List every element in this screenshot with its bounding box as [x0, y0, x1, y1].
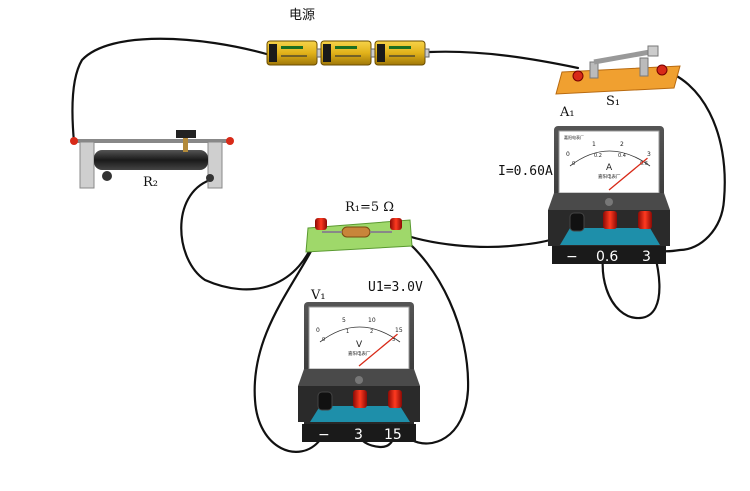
ammeter-scale-bottom: 0	[572, 161, 575, 167]
battery-cell	[374, 40, 430, 66]
voltmeter-unit: V	[356, 340, 363, 350]
battery-cell	[320, 40, 376, 66]
wires	[71, 37, 726, 453]
ammeter-scale-bottom: 0.2	[594, 153, 602, 159]
ammeter-label: A₁	[560, 105, 575, 120]
wire-rheostat-to-resistor	[180, 178, 320, 291]
voltmeter-scale-top: 5	[342, 317, 346, 324]
voltmeter-maker: 嘉阳电表厂	[348, 350, 371, 357]
ammeter-terminal-3: 3	[642, 249, 651, 265]
switch-label: S₁	[606, 94, 621, 109]
power-source-label: 电源	[289, 8, 316, 23]
ammeter-terminal-neg: −	[566, 249, 578, 265]
wire-battery-to-rheostat	[71, 37, 272, 144]
voltmeter: 0 5 10 15 0 1 2 3 V 嘉阳电表厂 − 3 15	[298, 302, 420, 443]
wire-battery-to-switch	[428, 50, 580, 70]
voltage-reading-label: U1=3.0V	[368, 280, 423, 295]
ammeter-maker: 嘉阳电表厂	[598, 173, 621, 180]
voltmeter-terminal-15: 15	[384, 427, 402, 443]
voltmeter-terminal-neg: −	[318, 427, 330, 443]
voltmeter-scale-bottom: 2	[370, 329, 373, 335]
ammeter-terminal-0.6: 0.6	[596, 249, 618, 265]
ammeter-scale-bottom: 0.4	[618, 153, 626, 159]
resistor-label: R₁=5 Ω	[345, 200, 395, 215]
ammeter-scale-top: 1	[592, 141, 596, 148]
rheostat-label: R₂	[143, 175, 158, 190]
resistor-board	[305, 218, 413, 253]
current-reading-label: I=0.60A	[498, 164, 553, 179]
ammeter-scale-top: 0	[566, 151, 570, 158]
voltmeter-terminal-3: 3	[354, 427, 363, 443]
rheostat	[70, 130, 234, 189]
ammeter-scale-top: 3	[647, 151, 651, 158]
ammeter-scale-top: 2	[620, 141, 624, 148]
knife-switch	[555, 45, 681, 95]
voltmeter-label: V₁	[311, 288, 326, 303]
voltmeter-scale-bottom: 0	[322, 337, 325, 343]
voltmeter-scale-top: 15	[395, 327, 403, 334]
ammeter-brand: 嘉阳电表厂	[564, 134, 584, 140]
voltmeter-scale-bottom: 3	[392, 337, 395, 343]
battery-cell	[266, 40, 322, 66]
voltmeter-scale-top: 10	[368, 317, 376, 324]
ammeter-scale-bottom: 0.6	[640, 161, 648, 167]
voltmeter-scale-bottom: 1	[346, 329, 349, 335]
voltmeter-needle	[358, 333, 398, 367]
battery-pack	[266, 40, 430, 66]
ammeter-unit: A	[606, 163, 613, 173]
ammeter-needle	[608, 157, 648, 191]
voltmeter-scale-top: 0	[316, 327, 320, 334]
ammeter: 嘉阳电表厂 0 1 2 3 0 0.2 0.4 0.6 A 嘉阳电表厂 − 0.…	[548, 126, 670, 265]
